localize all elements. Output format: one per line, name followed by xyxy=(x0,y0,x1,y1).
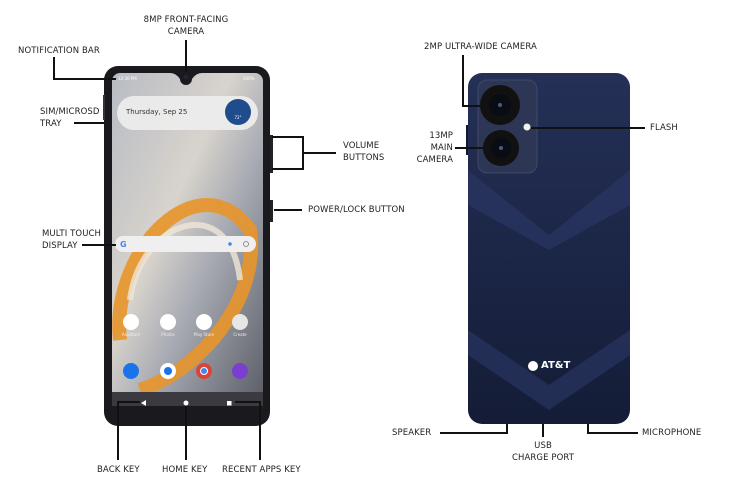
flash-led xyxy=(523,123,531,131)
label-flash: FLASH xyxy=(650,123,678,133)
status-time: 12:30 PM xyxy=(118,76,137,81)
app-icons[interactable] xyxy=(123,314,248,379)
label-recent-apps-key: RECENT APPS KEY xyxy=(222,465,301,475)
recent-apps-key[interactable] xyxy=(227,401,232,406)
label-power-button: POWER/LOCK BUTTON xyxy=(308,205,405,215)
app-label: Create xyxy=(233,332,247,337)
leader-lines xyxy=(53,40,645,460)
app-label: Assistant xyxy=(121,332,141,337)
camera-icon xyxy=(232,363,248,379)
att-logo xyxy=(528,361,538,371)
brand-logo-text: AT&T xyxy=(541,360,571,371)
home-key[interactable] xyxy=(183,400,189,406)
date-widget[interactable] xyxy=(117,96,258,130)
back-phone xyxy=(466,73,630,424)
label-speaker: SPEAKER xyxy=(392,428,432,438)
front-phone: G xyxy=(103,66,273,426)
app-label: Play Store xyxy=(193,332,215,337)
label-microphone: MICROPHONE xyxy=(642,428,702,438)
svg-text:G: G xyxy=(120,240,127,249)
status-battery: 100% xyxy=(243,76,255,81)
label-home-key: HOME KEY xyxy=(162,465,208,475)
weather-icon[interactable] xyxy=(225,99,251,125)
weather-temp: 72° xyxy=(234,115,242,120)
label-back-key: BACK KEY xyxy=(97,465,140,475)
back-key[interactable] xyxy=(141,400,146,406)
front-camera-lens xyxy=(183,74,189,80)
phone-icon xyxy=(123,363,139,379)
google-search-bar[interactable] xyxy=(115,236,256,252)
widget-date: Thursday, Sep 25 xyxy=(126,108,188,116)
app-label: Photos xyxy=(161,332,175,337)
label-notification-bar: NOTIFICATION BAR xyxy=(18,46,100,56)
label-ultra-wide-camera: 2MP ULTRA-WIDE CAMERA xyxy=(424,42,537,52)
